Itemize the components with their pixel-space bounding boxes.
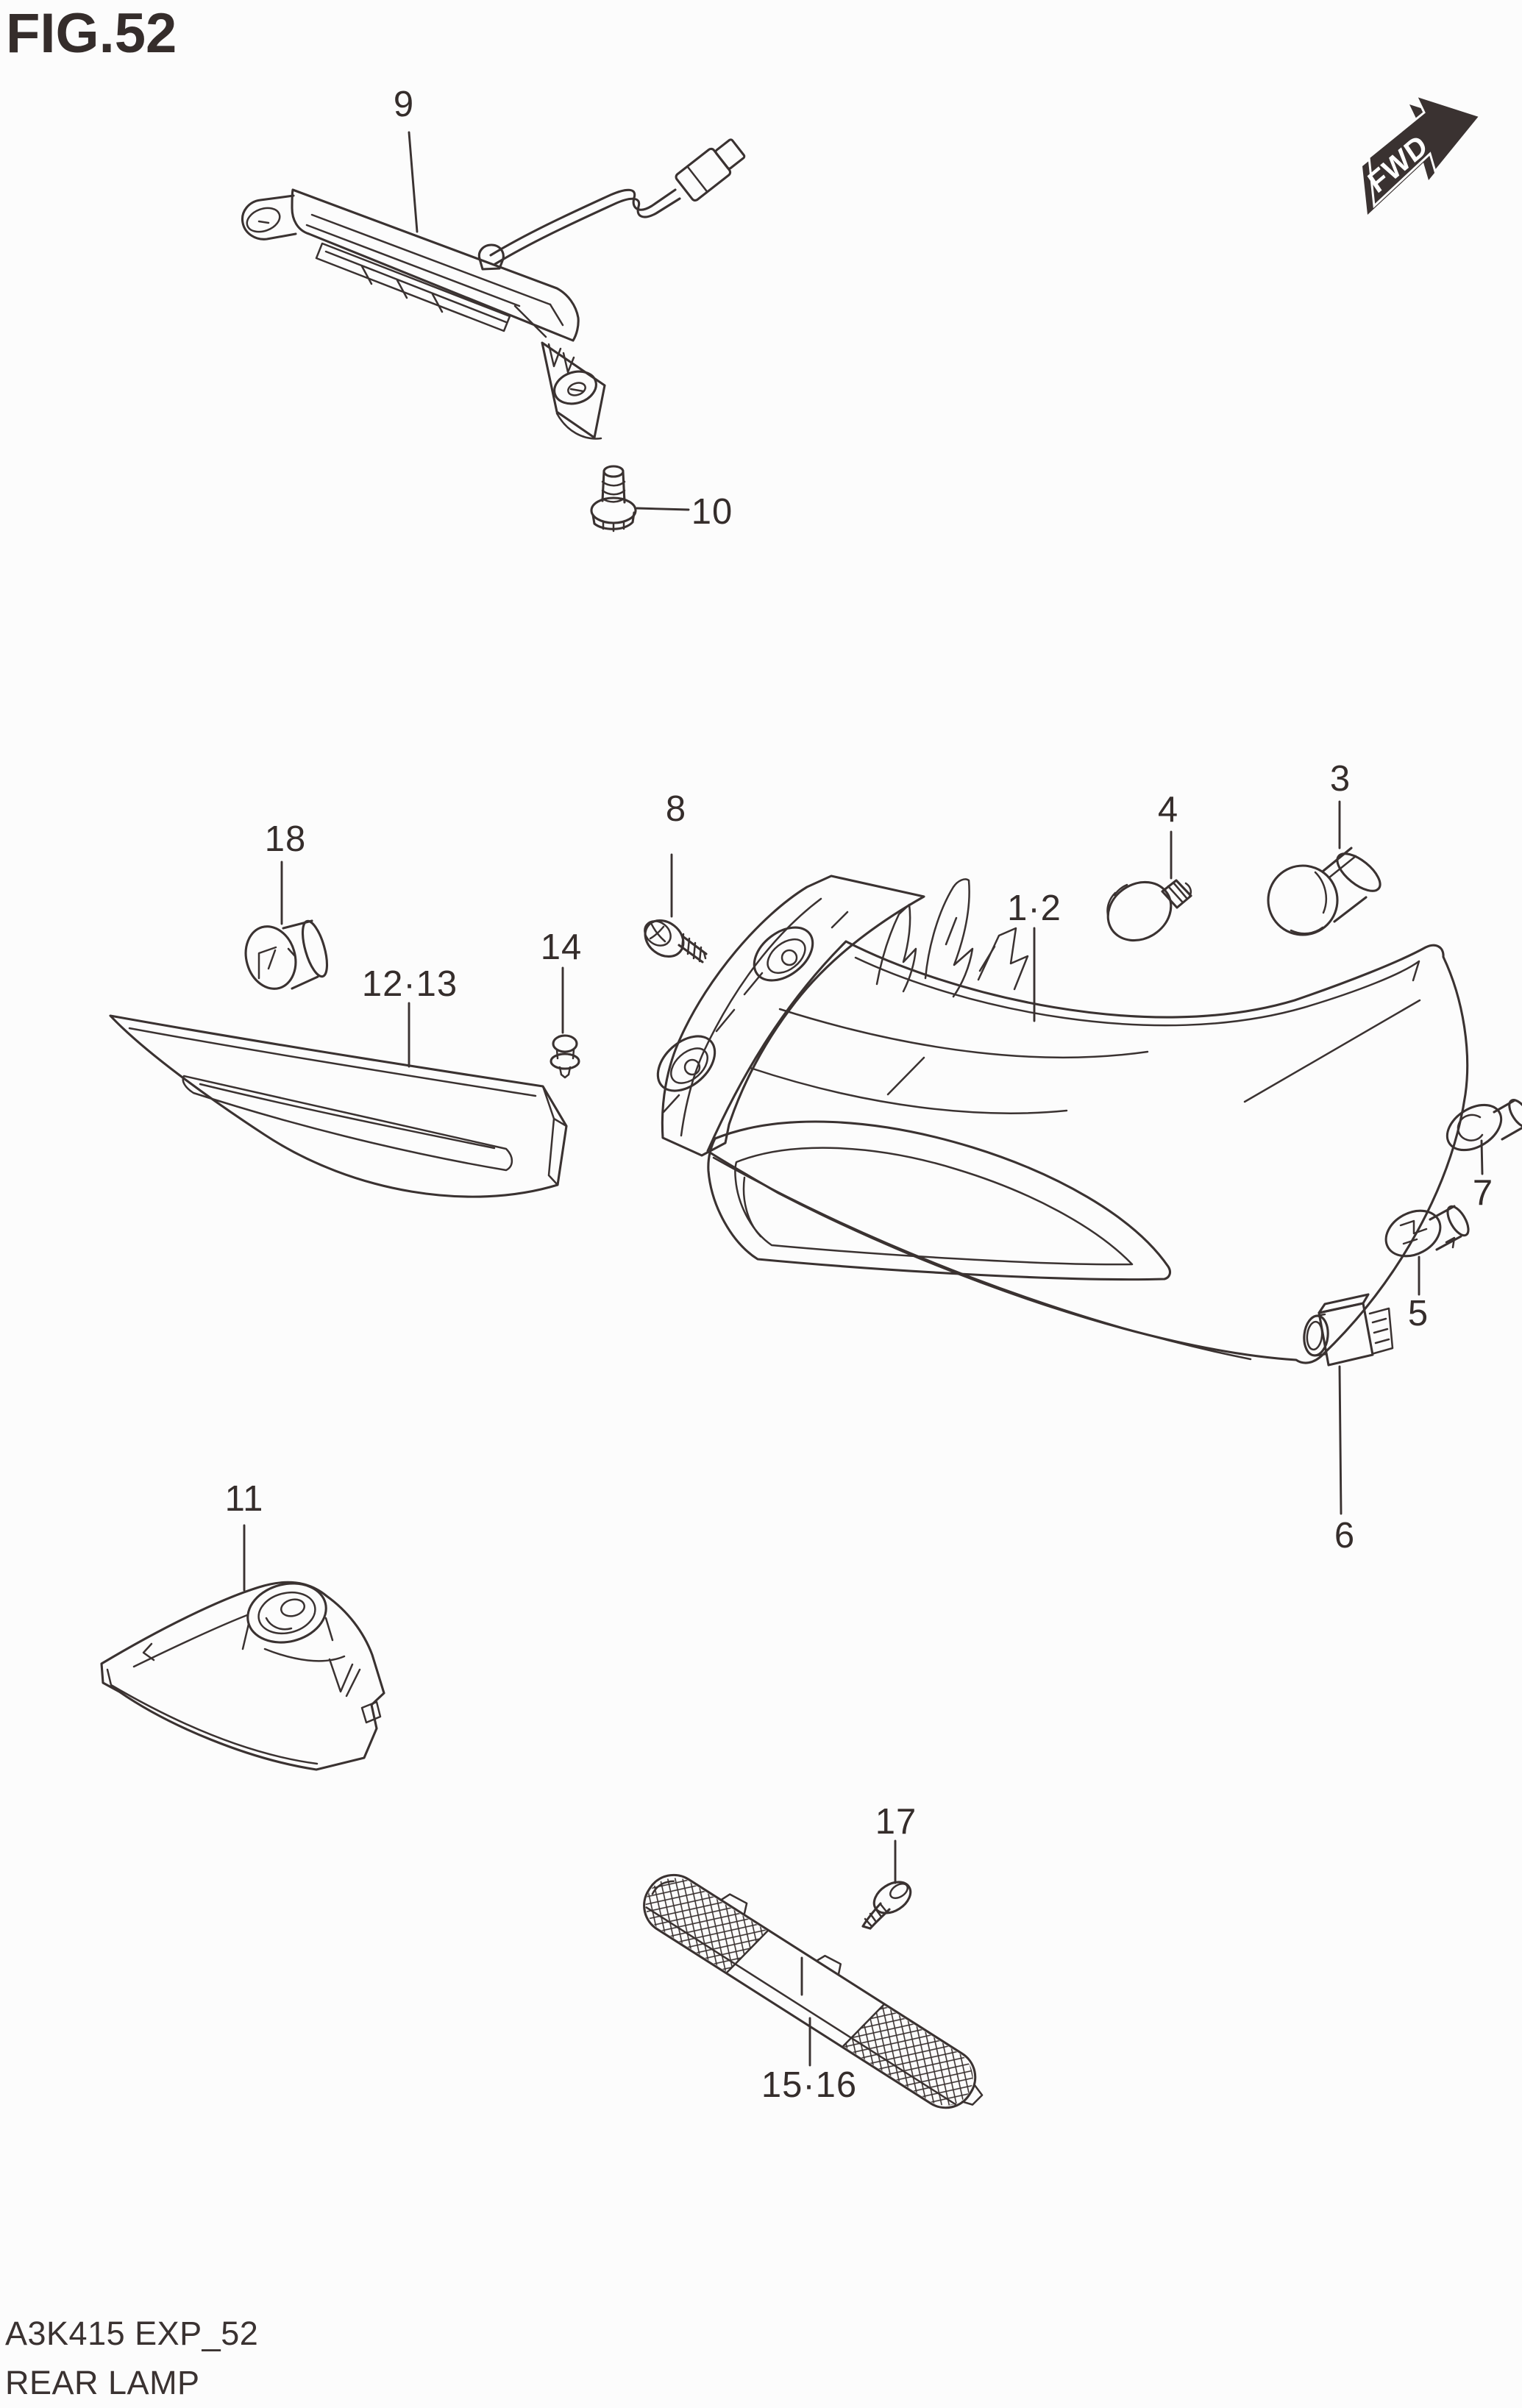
part-number-label: 8 — [665, 789, 687, 829]
part-number-label: 18 — [264, 819, 307, 859]
part-1-2-rear-combination-lamp-drawing — [656, 874, 1469, 1364]
part-number-label: 4 — [1157, 790, 1179, 830]
part-number-label: 14 — [540, 927, 583, 967]
part-10-screw-drawing — [590, 465, 637, 532]
part-18-grommet-drawing — [244, 919, 329, 990]
part-number-label: 11 — [224, 1479, 264, 1519]
part-6-socket-drawing — [1303, 1293, 1394, 1367]
drawing-footer: A3K415 EXP_52 REAR LAMP — [5, 2309, 258, 2407]
part-number-label: 12·13 — [361, 964, 458, 1004]
part-15-16-reflector-drawing — [643, 1873, 984, 2109]
part-17-screw-drawing — [861, 1881, 912, 1930]
part-5-clip-drawing — [1384, 1205, 1470, 1258]
part-number-label: 10 — [691, 492, 733, 532]
part-4-bulb-drawing — [1106, 879, 1192, 942]
part-number-label: 1·2 — [1007, 888, 1062, 928]
part-7-clip-drawing — [1445, 1099, 1522, 1152]
leader-lines — [243, 131, 1484, 2067]
part-number-label: 15·16 — [761, 2065, 858, 2105]
part-number-label: 17 — [875, 1802, 917, 1842]
part-12-13-inner-lamp-drawing — [109, 1014, 568, 1198]
part-9-high-mount-lamp-drawing — [241, 138, 746, 440]
part-number-label: 7 — [1472, 1173, 1494, 1213]
part-14-clip-drawing — [550, 1034, 580, 1079]
drawing-title: REAR LAMP — [5, 2363, 200, 2401]
drawing-code: A3K415 EXP_52 — [5, 2315, 259, 2352]
part-3-bulb-drawing — [1267, 847, 1381, 936]
part-11-license-lamp-drawing — [100, 1581, 385, 1771]
part-number-label: 6 — [1334, 1516, 1356, 1556]
part-number-label: 3 — [1329, 759, 1351, 799]
figure-title: FIG.52 — [6, 2, 177, 65]
fwd-arrow-icon: FWD — [1362, 93, 1482, 215]
part-8-screw-drawing — [644, 919, 708, 963]
part-number-label: 5 — [1407, 1294, 1429, 1333]
part-number-label: 9 — [393, 85, 415, 124]
